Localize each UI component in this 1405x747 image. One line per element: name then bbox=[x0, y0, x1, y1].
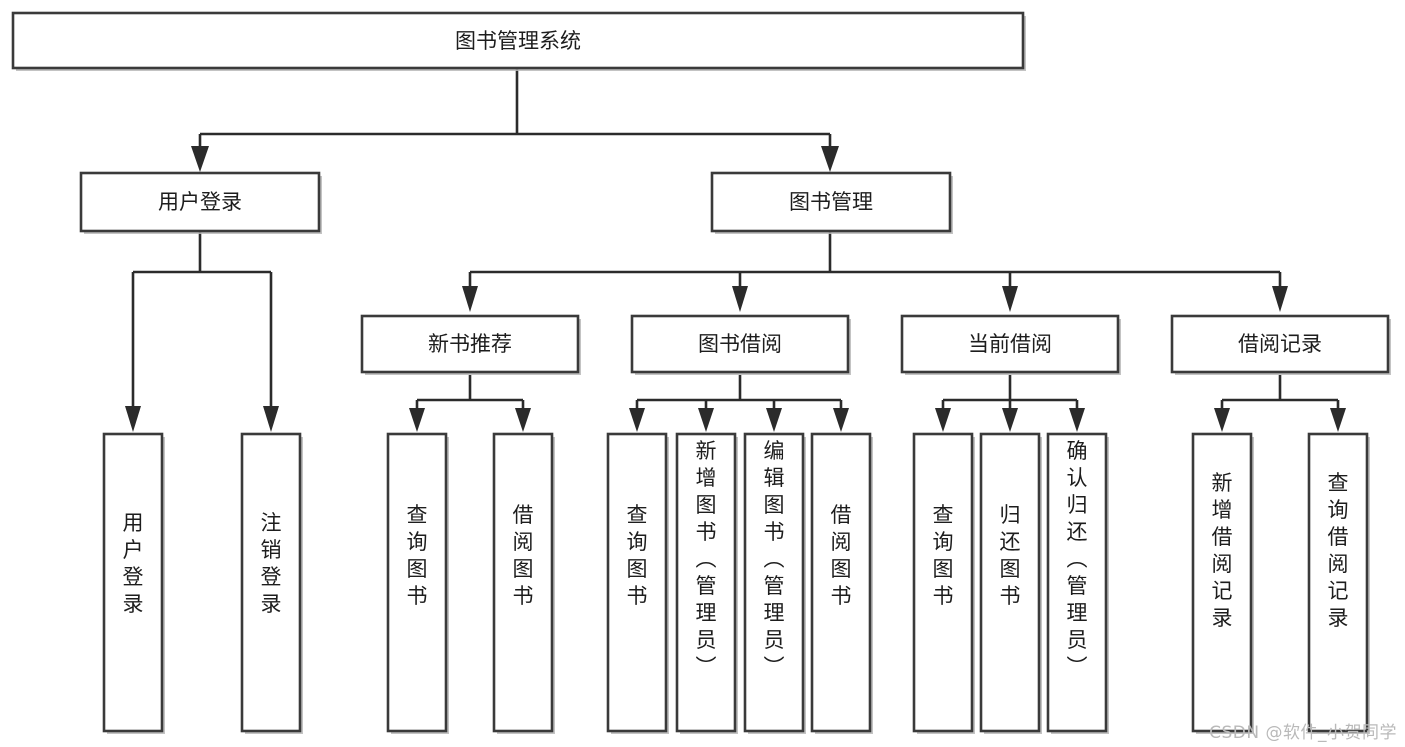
arrow-borrow-record bbox=[1272, 286, 1288, 312]
arrow-leaf-user-login bbox=[125, 406, 141, 432]
leaf-add-book-admin-box[interactable] bbox=[675, 432, 737, 733]
node-root[interactable]: 图书管理系统 bbox=[11, 11, 1026, 71]
book-borrow-box[interactable] bbox=[630, 314, 850, 374]
current-borrow-box[interactable] bbox=[900, 314, 1120, 374]
leaf-query-borrow-record-label: 查询借阅记录 bbox=[1328, 471, 1349, 630]
arrow-book-borrow bbox=[732, 286, 748, 312]
leaf-return-book-label: 归还图书 bbox=[1000, 503, 1021, 608]
leaf-query-book-2-box[interactable] bbox=[606, 432, 668, 733]
leaf-query-borrow-record[interactable]: 查询借阅记录 bbox=[1307, 432, 1370, 734]
leaf-logout-login[interactable]: 注销登录 bbox=[240, 432, 303, 734]
leaf-user-login[interactable]: 用户登录 bbox=[102, 432, 165, 734]
leaf-query-book-2[interactable]: 查询图书 bbox=[606, 432, 669, 734]
borrow-record-box[interactable] bbox=[1170, 314, 1390, 374]
node-borrow-record[interactable]: 借阅记录 bbox=[1170, 314, 1391, 375]
arrow-user-login bbox=[191, 146, 209, 172]
node-book-borrow[interactable]: 图书借阅 bbox=[630, 314, 851, 375]
arrow-leaf-edit-book-admin bbox=[766, 408, 782, 432]
connector-group bbox=[125, 67, 1346, 432]
leaf-query-borrow-record-box[interactable] bbox=[1307, 432, 1369, 733]
leaf-borrow-book-1-box[interactable] bbox=[492, 432, 554, 733]
leaf-add-borrow-record-box[interactable] bbox=[1191, 432, 1253, 733]
leaf-query-book-3-label: 查询图书 bbox=[933, 503, 954, 608]
user-login-label: 用户登录 bbox=[158, 190, 242, 214]
borrow-record-label: 借阅记录 bbox=[1238, 332, 1322, 356]
arrow-leaf-add-borrow-record bbox=[1214, 408, 1230, 432]
arrow-book-management bbox=[821, 146, 839, 172]
leaf-add-borrow-record[interactable]: 新增借阅记录 bbox=[1191, 432, 1254, 734]
node-current-borrow[interactable]: 当前借阅 bbox=[900, 314, 1121, 375]
leaf-borrow-book-2-label: 借阅图书 bbox=[831, 503, 852, 608]
leaf-confirm-return-admin-box[interactable] bbox=[1046, 432, 1108, 733]
arrow-leaf-logout-login bbox=[263, 406, 279, 432]
arrow-leaf-query-book-1 bbox=[409, 408, 425, 432]
arrow-leaf-borrow-book-2 bbox=[833, 408, 849, 432]
current-borrow-label: 当前借阅 bbox=[968, 332, 1052, 356]
leaf-query-book-1[interactable]: 查询图书 bbox=[386, 432, 449, 734]
leaf-borrow-book-2[interactable]: 借阅图书 bbox=[810, 432, 873, 734]
arrow-leaf-query-borrow-record bbox=[1330, 408, 1346, 432]
arrow-leaf-query-book-3 bbox=[935, 408, 951, 432]
node-book-management[interactable]: 图书管理 bbox=[710, 171, 953, 234]
arrow-leaf-borrow-book-1 bbox=[515, 408, 531, 432]
arrow-new-book-recommend bbox=[462, 286, 478, 312]
leaf-query-book-2-label: 查询图书 bbox=[627, 503, 648, 608]
leaf-return-book-box[interactable] bbox=[979, 432, 1041, 733]
arrow-leaf-add-book-admin bbox=[698, 408, 714, 432]
arrow-current-borrow bbox=[1002, 286, 1018, 312]
leaf-query-book-1-label: 查询图书 bbox=[407, 503, 428, 608]
leaf-add-borrow-record-label: 新增借阅记录 bbox=[1212, 471, 1233, 630]
user-login-box[interactable] bbox=[79, 171, 321, 233]
new-book-recommend-box[interactable] bbox=[360, 314, 580, 374]
leaf-confirm-return-admin[interactable]: 确认归还︵管理员︶ bbox=[1046, 432, 1109, 734]
book-management-box[interactable] bbox=[710, 171, 952, 233]
leaf-borrow-book-1[interactable]: 借阅图书 bbox=[492, 432, 555, 734]
leaf-confirm-return-admin-label: 确认归还︵管理员︶ bbox=[1067, 439, 1088, 679]
arrow-leaf-confirm-return-admin bbox=[1069, 408, 1085, 432]
leaf-query-book-3-box[interactable] bbox=[912, 432, 974, 733]
leaf-user-login-box[interactable] bbox=[102, 432, 164, 733]
node-new-book-recommend[interactable]: 新书推荐 bbox=[360, 314, 581, 375]
arrow-leaf-query-book-2 bbox=[629, 408, 645, 432]
leaf-add-book-admin[interactable]: 新增图书︵管理员︶ bbox=[675, 432, 738, 734]
leaf-logout-login-label: 注销登录 bbox=[261, 511, 282, 616]
leaf-query-book-3[interactable]: 查询图书 bbox=[912, 432, 975, 734]
leaf-query-book-1-box[interactable] bbox=[386, 432, 448, 733]
root-label: 图书管理系统 bbox=[455, 29, 581, 53]
root-box[interactable] bbox=[11, 11, 1025, 70]
leaf-add-book-admin-label: 新增图书︵管理员︶ bbox=[696, 439, 717, 679]
leaf-edit-book-admin[interactable]: 编辑图书︵管理员︶ bbox=[743, 432, 806, 734]
leaf-logout-login-box[interactable] bbox=[240, 432, 302, 733]
leaf-user-login-label: 用户登录 bbox=[123, 511, 144, 616]
leaf-edit-book-admin-box[interactable] bbox=[743, 432, 805, 733]
book-management-label: 图书管理 bbox=[789, 190, 873, 214]
arrow-leaf-return-book bbox=[1002, 408, 1018, 432]
leaf-edit-book-admin-label: 编辑图书︵管理员︶ bbox=[764, 439, 785, 679]
new-book-recommend-label: 新书推荐 bbox=[428, 332, 512, 356]
leaf-return-book[interactable]: 归还图书 bbox=[979, 432, 1042, 734]
node-user-login[interactable]: 用户登录 bbox=[79, 171, 322, 234]
book-borrow-label: 图书借阅 bbox=[698, 332, 782, 356]
leaf-borrow-book-1-label: 借阅图书 bbox=[513, 503, 534, 608]
leaf-borrow-book-2-box[interactable] bbox=[810, 432, 872, 733]
